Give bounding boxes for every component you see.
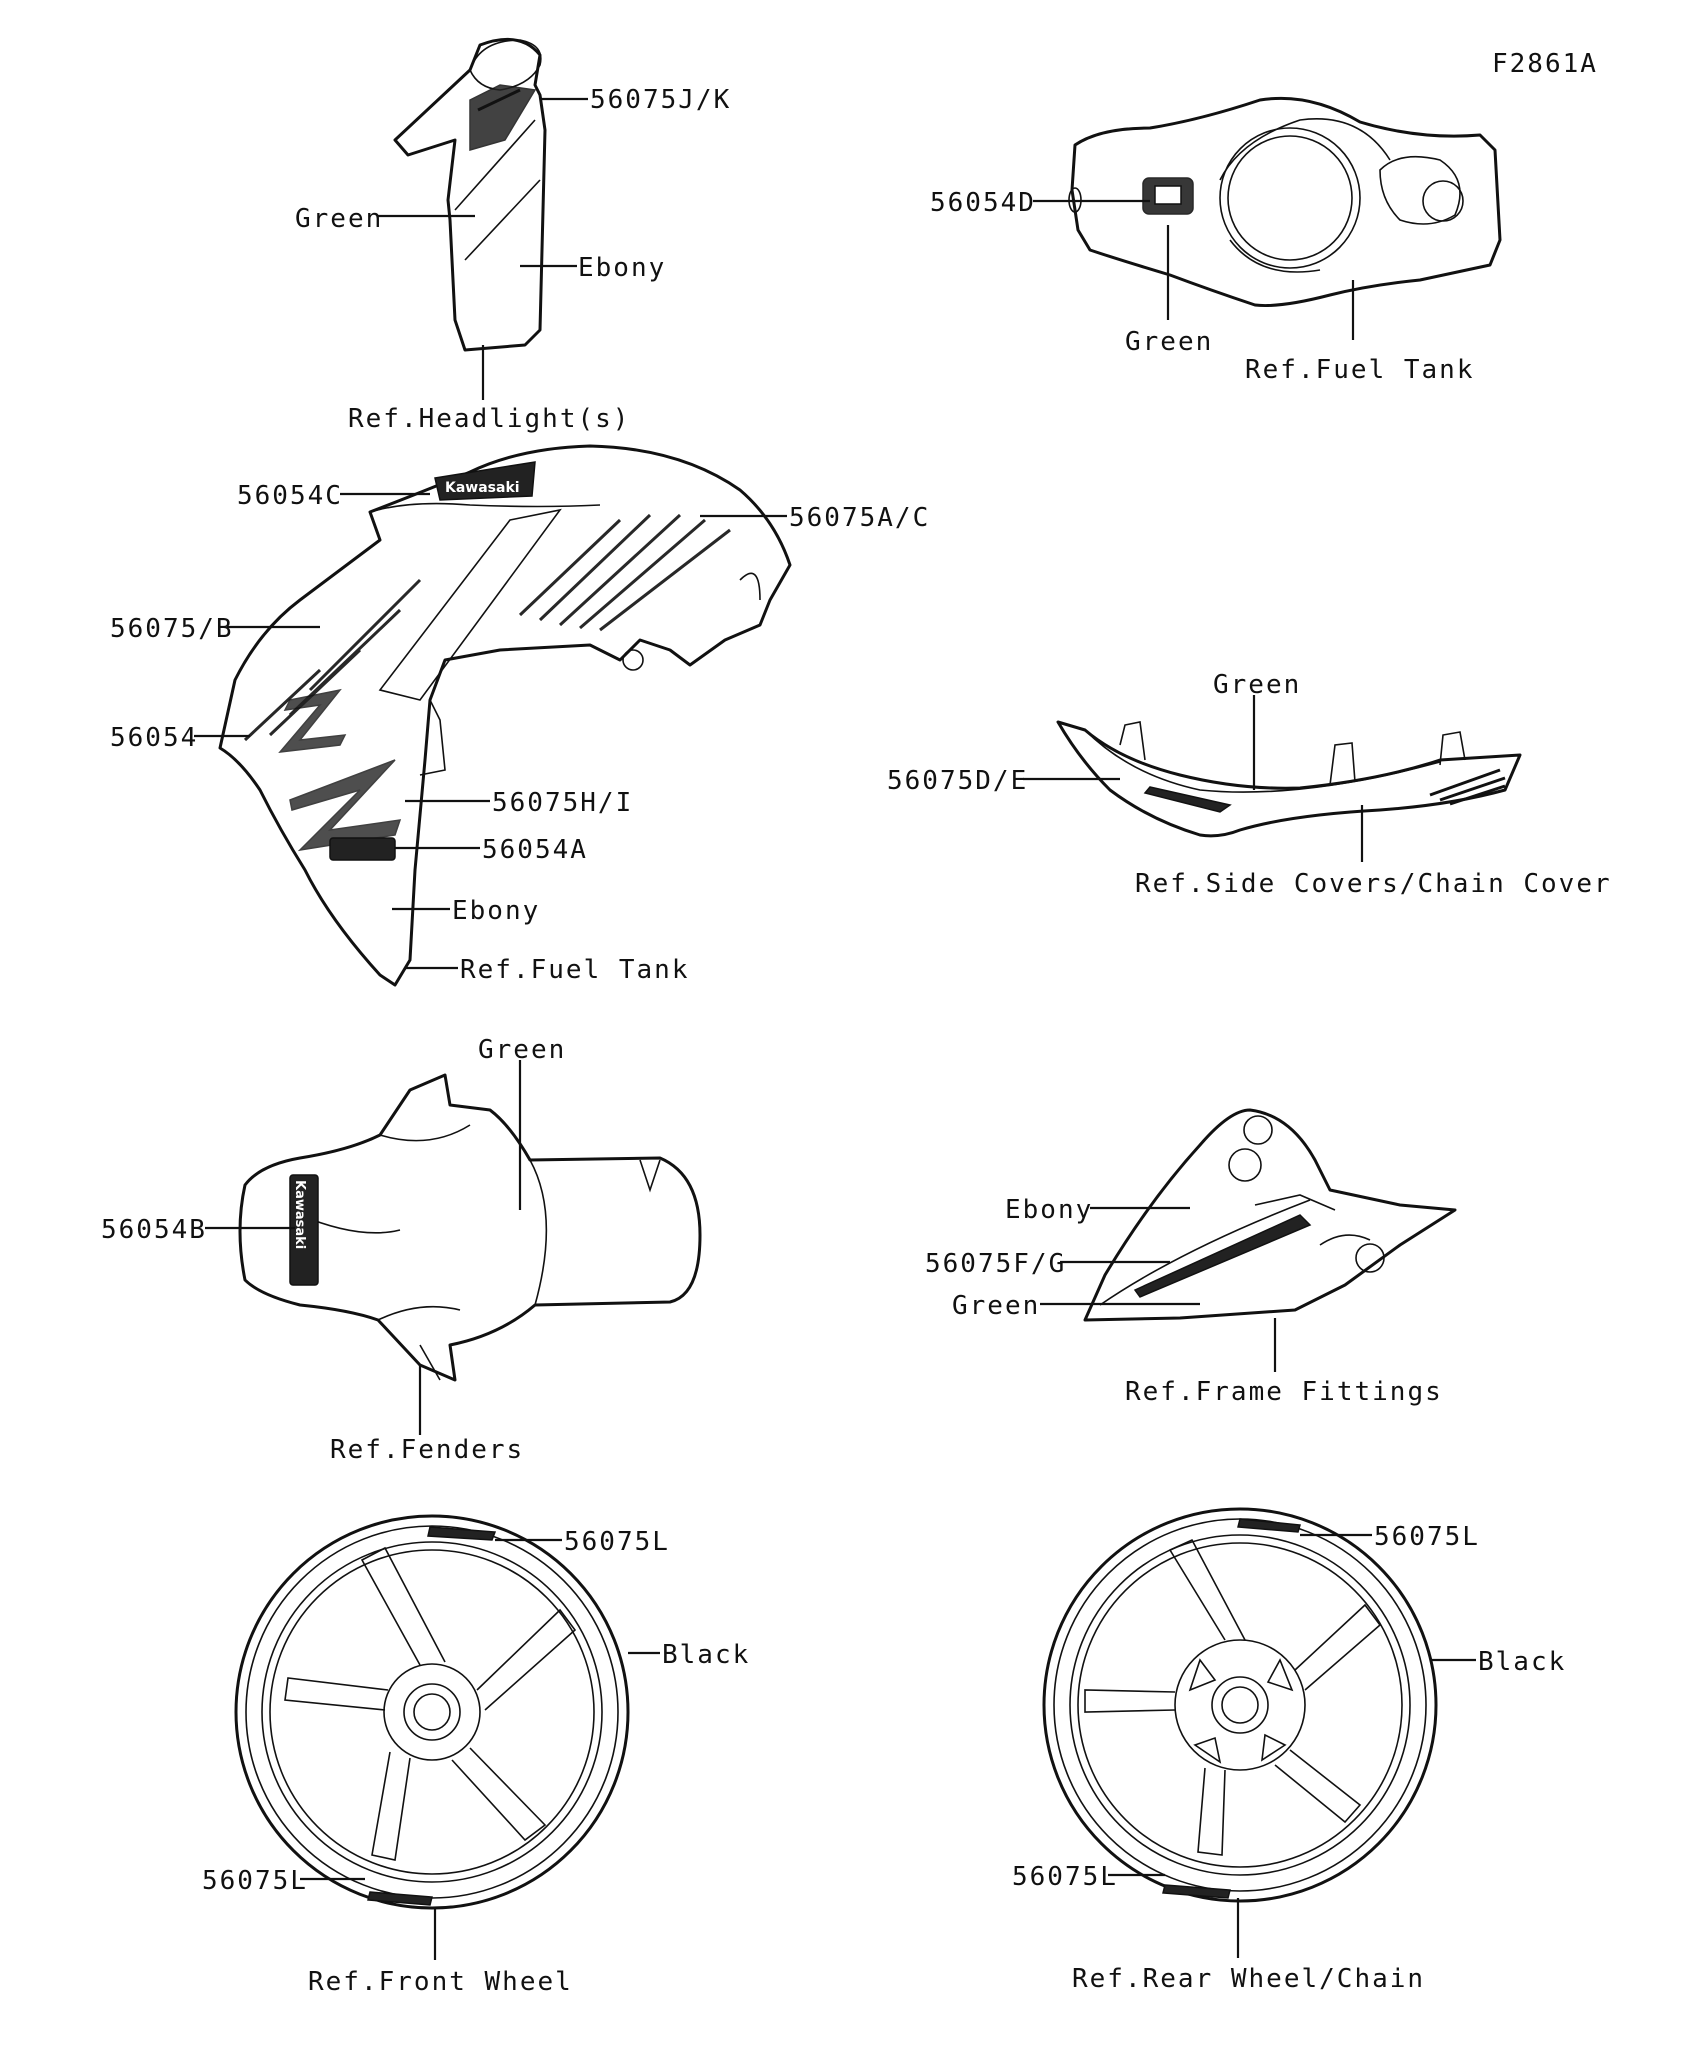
front-wheel-part — [234, 1514, 630, 1910]
tank-shroud-part: Kawasaki — [218, 444, 792, 987]
figure-code: F2861A — [1492, 49, 1598, 79]
headlight-part-label: 56075J/K — [590, 85, 731, 115]
rear-wheel-part — [1042, 1507, 1438, 1903]
side-cover-part-label: 56075D/E — [887, 766, 1028, 796]
frame-cover-color-ebony: Ebony — [1005, 1195, 1093, 1225]
frame-cover-ref-label: Ref.Frame Fittings — [1125, 1377, 1443, 1407]
rear-wheel-color: Black — [1478, 1647, 1566, 1677]
side-cover-part — [1056, 720, 1522, 838]
headlight-cover-part — [393, 37, 547, 352]
fender-logo-text: Kawasaki — [292, 1180, 307, 1249]
headlight-color-green: Green — [295, 204, 383, 234]
front-wheel-color: Black — [662, 1640, 750, 1670]
shroud-ref-label: Ref.Fuel Tank — [460, 955, 690, 985]
headlight-color-ebony: Ebony — [578, 253, 666, 283]
front-fender-part: Kawasaki — [238, 1073, 702, 1382]
tank-top-part-label: 56054D — [930, 188, 1036, 218]
fender-part-label: 56054B — [101, 1215, 207, 1245]
headlight-ref-label: Ref.Headlight(s) — [348, 404, 630, 434]
front-wheel-part-top: 56075L — [564, 1527, 670, 1557]
front-wheel-part-bottom: 56075L — [202, 1866, 308, 1896]
tank-top-color-green: Green — [1125, 327, 1213, 357]
shroud-part-56054: 56054 — [110, 723, 198, 753]
frame-cover-part-label: 56075F/G — [925, 1249, 1066, 1279]
fender-ref-label: Ref.Fenders — [330, 1435, 524, 1465]
shroud-part-56054c: 56054C — [237, 481, 343, 511]
side-cover-color-green: Green — [1213, 670, 1301, 700]
shroud-part-56075b: 56075/B — [110, 614, 234, 644]
fender-color-green: Green — [478, 1035, 566, 1065]
shroud-part-56054a: 56054A — [482, 835, 588, 865]
shroud-part-56075hi: 56075H/I — [492, 788, 633, 818]
rear-wheel-part-top: 56075L — [1374, 1522, 1480, 1552]
frame-cover-part — [1083, 1108, 1457, 1322]
frame-cover-color-green: Green — [952, 1291, 1040, 1321]
rear-wheel-ref-label: Ref.Rear Wheel/Chain — [1072, 1964, 1425, 1994]
front-wheel-ref-label: Ref.Front Wheel — [308, 1967, 573, 1997]
side-cover-ref-label: Ref.Side Covers/Chain Cover — [1135, 869, 1612, 899]
shroud-part-56075ac: 56075A/C — [789, 503, 930, 533]
tank-top-ref-label: Ref.Fuel Tank — [1245, 355, 1475, 385]
shroud-logo-text: Kawasaki — [445, 480, 520, 496]
rear-wheel-part-bottom: 56075L — [1012, 1862, 1118, 1892]
shroud-color-ebony: Ebony — [452, 896, 540, 926]
